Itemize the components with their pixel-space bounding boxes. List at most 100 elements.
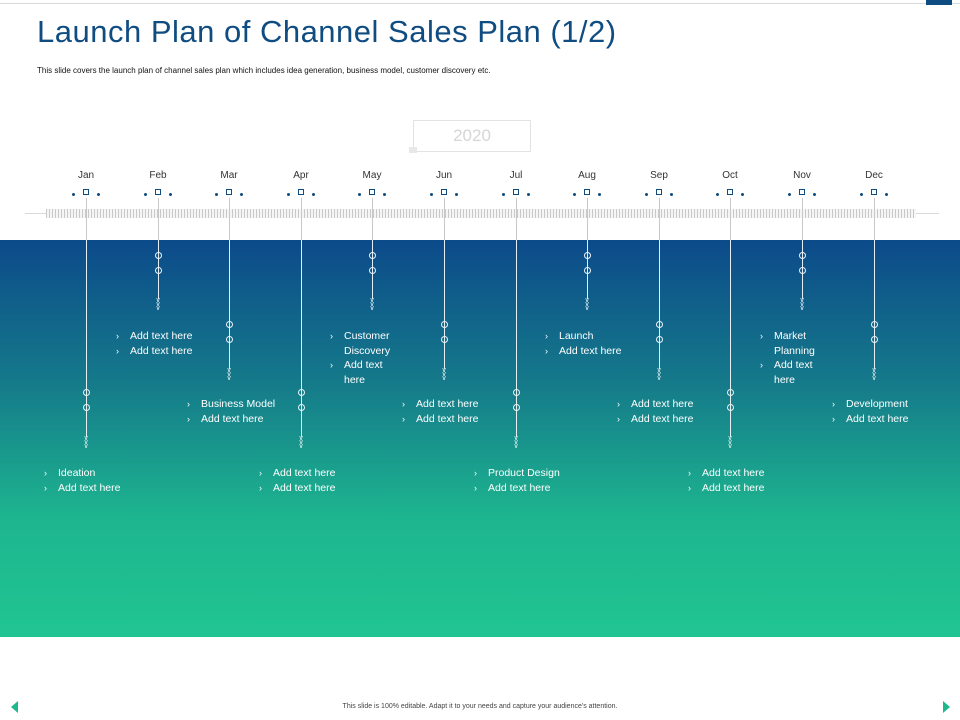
chevron-down-icon: ∨∨∨	[727, 435, 733, 450]
connector-node	[368, 252, 376, 259]
connector-node	[583, 252, 591, 259]
month-marker-icon	[573, 188, 601, 198]
connector-node	[726, 404, 734, 411]
connector-line-top	[86, 198, 87, 240]
previous-slide-icon[interactable]	[11, 701, 18, 713]
callout-jan: › Ideation ›Add text here	[44, 466, 140, 495]
connector-line-top	[874, 198, 875, 240]
chevron-down-icon: ∨∨∨	[226, 367, 232, 382]
chevron-right-icon: ›	[617, 399, 620, 409]
month-label-mar: Mar	[220, 170, 238, 181]
month-label-oct: Oct	[722, 170, 738, 181]
connector-node	[512, 404, 520, 411]
chevron-right-icon: ›	[330, 331, 333, 341]
chevron-right-icon: ›	[259, 482, 262, 493]
connector-line	[874, 240, 875, 369]
month-label-jul: Jul	[509, 170, 523, 181]
connector-node	[225, 321, 233, 328]
callout-item: ›Add text here	[402, 412, 498, 427]
chevron-right-icon: ›	[832, 413, 835, 424]
chevron-right-icon: ›	[402, 399, 405, 409]
chevron-right-icon: ›	[832, 399, 835, 409]
callout-item: ›Add text here	[44, 481, 140, 496]
month-marker-icon	[788, 188, 816, 198]
chevron-right-icon: ›	[688, 468, 691, 478]
chevron-right-icon: ›	[545, 345, 548, 356]
connector-node	[440, 336, 448, 343]
connector-node	[154, 252, 162, 259]
connector-line	[301, 240, 302, 437]
callout-jun: ›Add text here›Add text here	[402, 397, 498, 426]
callout-item: › Add text here	[832, 412, 928, 427]
connector-line-top	[229, 198, 230, 240]
callout-item: › Add text here	[688, 481, 784, 496]
month-label-jun: Jun	[435, 170, 453, 181]
callout-text: Ideation	[58, 467, 96, 479]
connector-line	[659, 240, 660, 369]
chevron-down-icon: ∨∨∨	[513, 435, 519, 450]
chevron-down-icon: ∨∨∨	[298, 435, 304, 450]
connector-line	[86, 240, 87, 437]
connector-node	[870, 321, 878, 328]
callout-text: Add text here	[273, 467, 336, 479]
callout-text: Add text here	[702, 467, 765, 479]
next-slide-icon[interactable]	[943, 701, 950, 713]
connector-node	[154, 267, 162, 274]
chevron-right-icon: ›	[474, 468, 477, 478]
connector-node	[655, 336, 663, 343]
chevron-right-icon: ›	[44, 468, 47, 478]
top-border-line	[0, 3, 960, 4]
callout-text: Add text here	[846, 412, 909, 425]
chevron-right-icon: ›	[116, 331, 119, 341]
connector-node	[82, 389, 90, 396]
chevron-right-icon: ›	[545, 331, 548, 341]
callout-aug: ›Launch›Add text here	[545, 329, 641, 358]
callout-item: ›Business Model	[187, 397, 283, 412]
callout-nov: ›Market Planning›Add text here	[760, 329, 828, 387]
connector-line	[229, 240, 230, 369]
slide-title: Launch Plan of Channel Sales Plan (1/2)	[37, 14, 617, 49]
month-marker-icon	[430, 188, 458, 198]
month-label-sep: Sep	[650, 170, 668, 181]
callout-item: ›Add text here	[116, 344, 212, 359]
chevron-down-icon: ∨∨∨	[871, 367, 877, 382]
connector-node	[798, 267, 806, 274]
callout-text: Launch	[559, 330, 594, 342]
connector-node	[655, 321, 663, 328]
connector-node	[798, 252, 806, 259]
callout-text: Add text here	[702, 481, 765, 494]
month-label-dec: Dec	[865, 170, 883, 181]
connector-node	[225, 336, 233, 343]
callout-item: ›Add text here	[330, 358, 398, 387]
callout-text: Add text here	[273, 481, 336, 494]
callout-text: Add text here	[416, 412, 479, 425]
callout-text: Add text here	[631, 412, 694, 425]
callout-feb: ›Add text here›Add text here	[116, 329, 212, 358]
callout-item: › Add text here	[116, 329, 212, 344]
callout-item: ›Add text here	[259, 466, 355, 481]
month-marker-icon	[860, 188, 888, 198]
callout-text: Add text here	[130, 330, 193, 342]
callout-dec: ›Development›Add text here	[832, 397, 928, 426]
month-label-may: May	[362, 170, 382, 181]
chevron-right-icon: ›	[760, 360, 763, 370]
callout-text: Market Planning	[774, 330, 815, 357]
connector-line-top	[158, 198, 159, 240]
year-box: 2020	[413, 120, 531, 152]
month-marker-icon	[144, 188, 172, 198]
connector-line-top	[372, 198, 373, 240]
chevron-right-icon: ›	[116, 345, 119, 356]
connector-node	[297, 389, 305, 396]
callout-text: Add text here	[488, 481, 551, 494]
connector-node	[583, 267, 591, 274]
connector-line	[444, 240, 445, 369]
connector-line-top	[516, 198, 517, 240]
slide-subtitle: This slide covers the launch plan of cha…	[37, 66, 491, 75]
chevron-right-icon: ›	[187, 399, 190, 409]
chevron-down-icon: ∨∨∨	[584, 297, 590, 312]
callout-sep: ›Add text here›Add text here	[617, 397, 713, 426]
chevron-right-icon: ›	[617, 413, 620, 424]
connector-node	[726, 389, 734, 396]
chevron-right-icon: ›	[688, 482, 691, 493]
callout-item: ›Add text here	[402, 397, 498, 412]
